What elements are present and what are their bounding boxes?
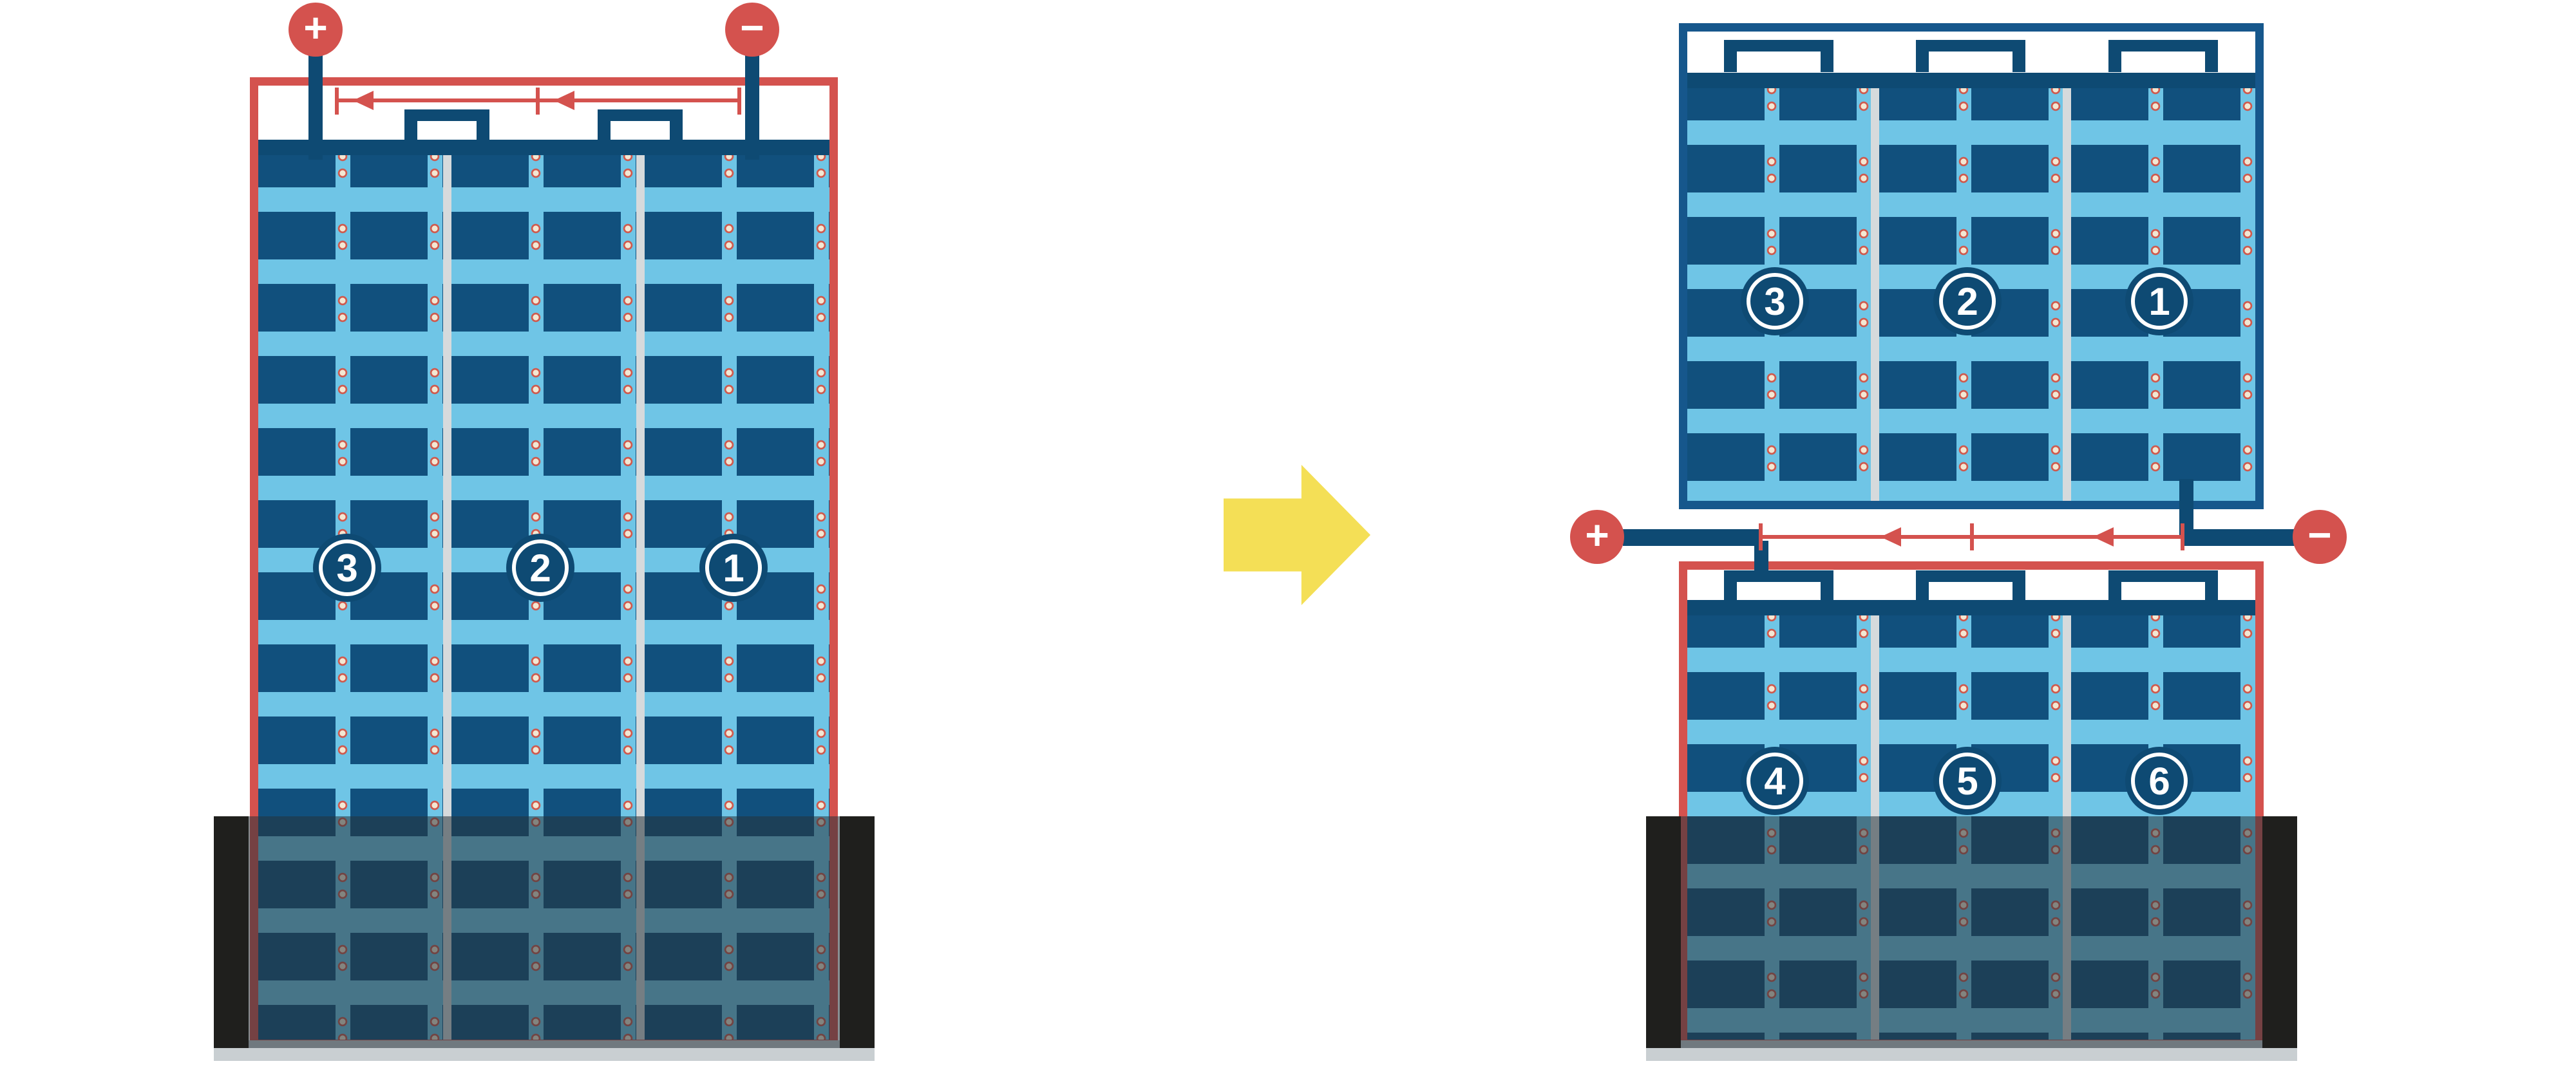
right-negative-terminal-icon: −: [2293, 510, 2347, 564]
left-negative-post: [745, 54, 759, 160]
right-positive-busbar: [1623, 529, 1761, 546]
right-top-cell-number-3: 3: [1747, 273, 1803, 330]
right-current-tick-1: [1759, 523, 1763, 550]
left-series-bridge-2: [598, 109, 683, 140]
right-current-tick-3: [2181, 523, 2184, 550]
right-bottom-staple-3: [2108, 570, 2218, 600]
left-tray-post-left: [214, 816, 249, 1048]
left-negative-terminal-icon: −: [725, 3, 779, 57]
right-top-busbar: [1687, 73, 2255, 88]
left-positive-terminal-icon: +: [289, 3, 343, 57]
right-top-divider-2: [2063, 73, 2071, 501]
right-top-divider-1: [1871, 73, 1879, 501]
right-bottom-cell-4-label: 4: [1764, 759, 1786, 803]
right-current-arrowhead-icon-1: [1880, 527, 1901, 547]
right-top-staple-1: [1724, 40, 1833, 72]
left-column-divider-1: [443, 140, 451, 1040]
right-bottom-cell-number-4: 4: [1747, 753, 1803, 809]
right-tray-post-right: [2262, 816, 2297, 1048]
right-bottom-cell-number-5: 5: [1939, 753, 1996, 809]
left-positive-post: [308, 54, 323, 160]
right-top-cell-2-label: 2: [1956, 279, 1978, 323]
right-tray-post-left: [1646, 816, 1681, 1048]
right-top-panel-case: [1679, 23, 2264, 509]
left-cell-number-1: 1: [705, 539, 762, 596]
left-column-divider-2: [636, 140, 645, 1040]
right-current-tick-2: [1970, 523, 1974, 550]
left-current-tick-2: [536, 88, 540, 115]
right-positive-label: +: [1585, 512, 1609, 558]
left-tray-overlay: [214, 816, 875, 1048]
right-bottom-staple-2: [1916, 570, 2025, 600]
right-top-cell-1-label: 1: [2148, 279, 2170, 323]
right-arrow-icon: [1224, 465, 1370, 605]
left-cell-number-3: 3: [319, 539, 375, 596]
left-cell-number-2: 2: [512, 539, 569, 596]
right-negative-label: −: [2307, 512, 2332, 558]
right-bottom-busbar: [1687, 600, 2255, 615]
right-junction-stub-up: [2179, 479, 2193, 537]
right-current-arrowhead-icon-2: [2093, 527, 2114, 547]
right-bottom-staple-1: [1724, 570, 1833, 600]
left-current-tick-3: [737, 88, 741, 115]
left-current-arrowhead-icon-1: [353, 91, 374, 110]
right-bottom-cell-6-label: 6: [2148, 759, 2170, 803]
right-junction-stub-down: [1754, 541, 1768, 573]
left-negative-label: −: [740, 5, 764, 51]
left-current-arrowhead-icon-2: [554, 91, 574, 110]
right-tray-overlay: [1646, 816, 2297, 1048]
right-bottom-cell-5-label: 5: [1956, 759, 1978, 803]
right-top-staple-3: [2108, 40, 2218, 72]
left-series-bridge-1: [404, 109, 489, 140]
left-cell-1-label: 1: [723, 546, 744, 590]
left-current-tick-1: [335, 88, 339, 115]
right-top-staple-2: [1916, 40, 2025, 72]
left-cell-3-label: 3: [336, 546, 358, 590]
left-tray-post-right: [840, 816, 875, 1048]
right-bottom-cell-number-6: 6: [2131, 753, 2188, 809]
left-top-busbar: [258, 140, 829, 155]
right-positive-terminal-icon: +: [1570, 510, 1624, 564]
right-top-cell-3-label: 3: [1764, 279, 1786, 323]
left-cell-2-label: 2: [529, 546, 551, 590]
right-top-cell-number-2: 2: [1939, 273, 1996, 330]
right-top-cell-number-1: 1: [2131, 273, 2188, 330]
left-positive-label: +: [303, 5, 328, 51]
